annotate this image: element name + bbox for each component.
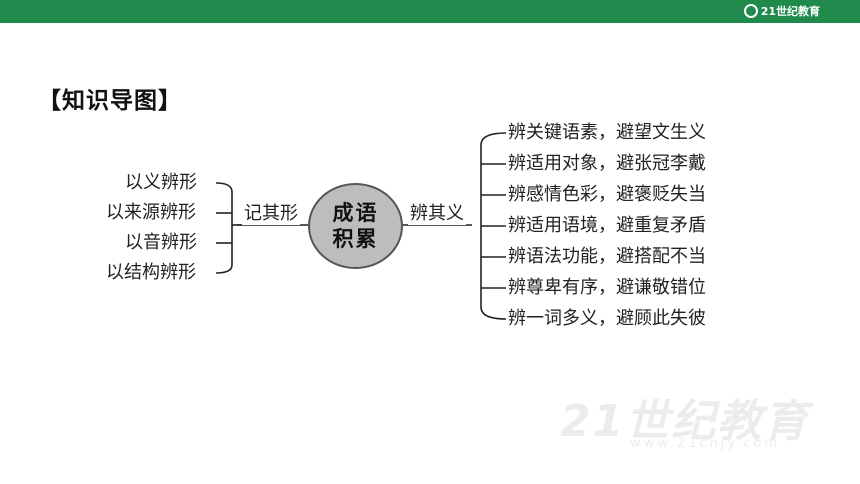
- right-item: 辨语法功能，避搭配不当: [508, 246, 706, 267]
- top-banner: 21世纪教育: [0, 0, 860, 23]
- right-item: 辨尊卑有序，避谦敬错位: [508, 277, 706, 298]
- left-branch-label: 记其形: [242, 203, 300, 225]
- right-item: 辨感情色彩，避褒贬失当: [508, 184, 706, 205]
- watermark-url: www.21cnjy.com: [630, 436, 781, 451]
- site-logo: 21世纪教育: [743, 2, 820, 20]
- left-item: 以音辨形: [125, 232, 197, 253]
- right-item: 辨适用对象，避张冠李戴: [508, 153, 706, 174]
- logo-text: 21世纪教育: [760, 5, 820, 18]
- center-node: 成语积累: [308, 183, 403, 269]
- runner-logo-icon: [743, 4, 758, 18]
- left-item: 以结构辨形: [106, 262, 196, 283]
- left-bracket: [215, 182, 233, 274]
- center-label: 成语积累: [332, 201, 379, 251]
- right-item: 辨关键语素，避望文生义: [508, 122, 706, 143]
- right-item: 辨适用语境，避重复矛盾: [508, 215, 706, 236]
- left-item: 以来源辨形: [106, 202, 196, 223]
- left-item: 以义辨形: [125, 172, 197, 193]
- section-heading: 【知识导图】: [38, 88, 182, 114]
- watermark-logo: 21世纪教育: [560, 396, 810, 447]
- right-item: 辨一词多义，避顾此失彼: [508, 308, 706, 329]
- right-branch-label: 辨其义: [408, 203, 466, 225]
